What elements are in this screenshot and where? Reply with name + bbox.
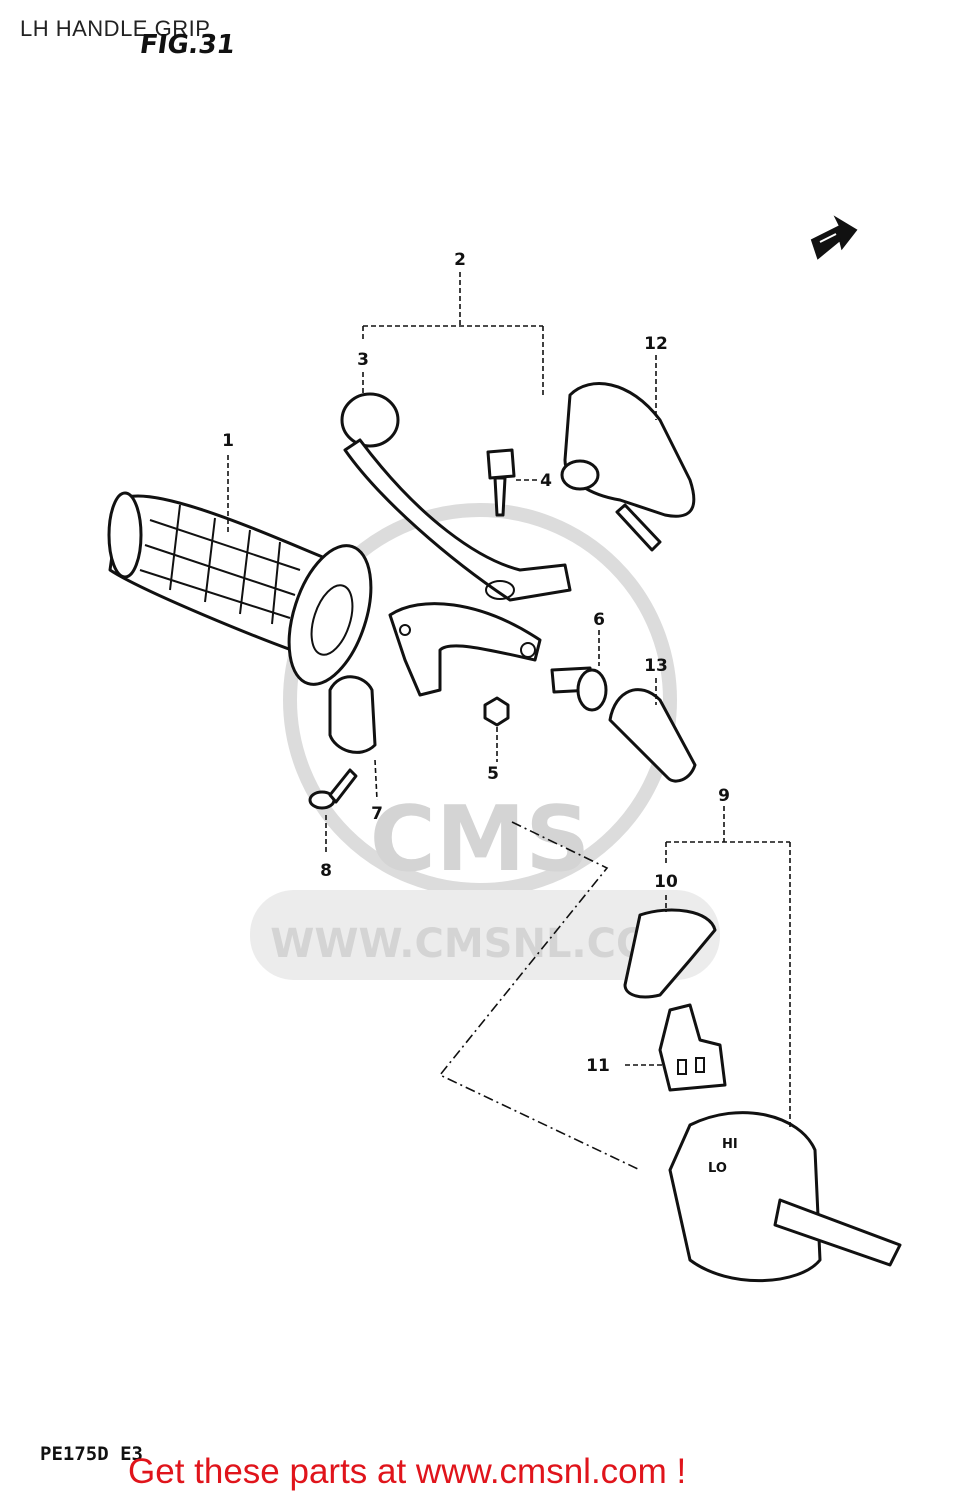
switch-lo-label: LO (708, 1161, 727, 1176)
part-13-boot (608, 688, 697, 783)
page-title: LH HANDLE GRIP (20, 16, 211, 41)
callout-numbers: 1 2 3 4 5 6 7 8 9 10 11 12 13 (222, 250, 730, 1076)
callout-6: 6 (593, 610, 605, 630)
part-9-switch-housing: HI LO (668, 1111, 902, 1283)
part-4-bolt (486, 448, 516, 517)
callout-13: 13 (644, 656, 668, 676)
part-5-nut (483, 696, 510, 727)
watermark-url-text: WWW.CMSNL.COM (270, 921, 690, 967)
part-6-cable-adjuster (550, 666, 608, 712)
callout-4: 4 (540, 471, 552, 491)
model-code: PE175D E3 (40, 1443, 143, 1465)
callout-11: 11 (586, 1056, 610, 1076)
part-8-screw (308, 768, 358, 810)
part-1-handle-grip (107, 491, 373, 686)
callout-9: 9 (718, 786, 730, 806)
callout-8: 8 (320, 861, 332, 881)
callout-12: 12 (644, 334, 668, 354)
get-parts-link[interactable]: Get these parts at www.cmsnl.com ! (128, 1452, 687, 1491)
callout-7: 7 (371, 804, 383, 824)
callout-2: 2 (454, 250, 466, 270)
part-12-lever-cover (560, 382, 696, 552)
callout-3: 3 (357, 350, 369, 370)
cms-watermark: CMS WWW.CMSNL.COM (250, 503, 720, 980)
part-7-clamp (328, 675, 377, 754)
callout-1: 1 (222, 431, 234, 451)
callout-10: 10 (654, 872, 678, 892)
direction-arrow-icon (810, 215, 858, 260)
part-10-switch-knob (623, 908, 717, 999)
callout-5: 5 (487, 764, 499, 784)
watermark-logo-text: CMS (370, 787, 590, 892)
switch-hi-label: HI (722, 1137, 738, 1152)
part-11-contact-plate (658, 1003, 727, 1092)
part-2-lever-holder (388, 602, 542, 697)
watermark-banner (250, 890, 720, 980)
leader-lines (227, 272, 791, 1171)
part-3-clutch-lever (340, 392, 572, 602)
